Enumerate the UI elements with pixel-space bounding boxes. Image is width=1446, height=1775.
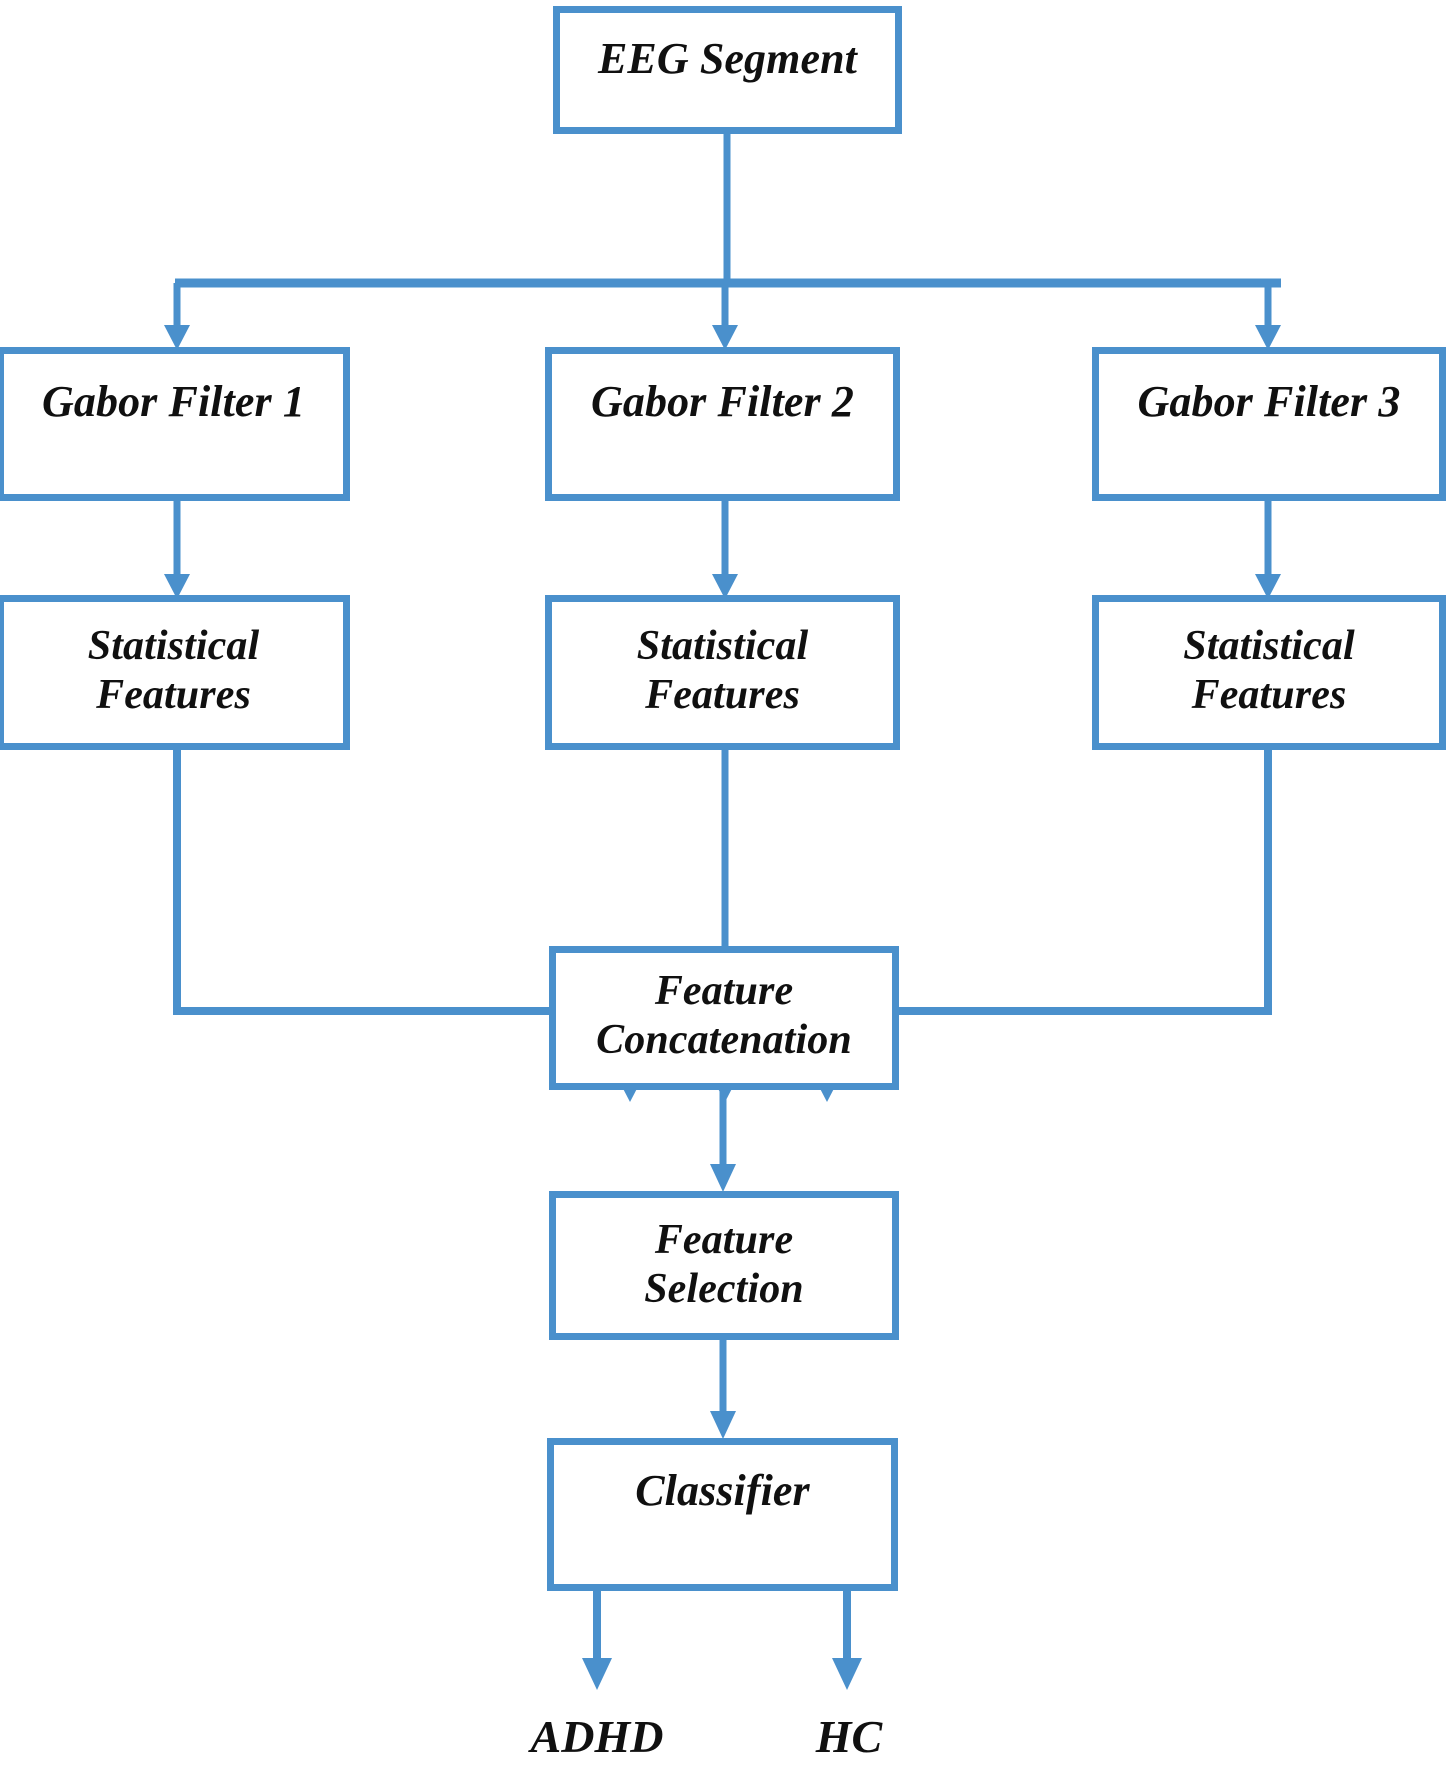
node-statistical-features-2-label: Statistical Features [636, 623, 809, 719]
node-gabor-filter-2-label: Gabor Filter 2 [591, 377, 854, 426]
connector-selection-to-classifier [710, 1340, 736, 1439]
node-feature-concatenation[interactable]: Feature Concatenation [549, 946, 899, 1090]
connector-split-to-gabor-3 [1255, 283, 1281, 350]
outcome-hc-label: HC [815, 1711, 883, 1762]
connector-gabor-2-to-stats-2 [712, 501, 738, 599]
connector-split-to-gabor-2 [712, 283, 738, 350]
connector-concat-to-selection [710, 1090, 736, 1192]
node-statistical-features-1[interactable]: Statistical Features [0, 595, 350, 750]
connector-gabor-3-to-stats-3 [1255, 501, 1281, 599]
outcome-adhd-label: ADHD [530, 1711, 664, 1762]
node-classifier[interactable]: Classifier [547, 1438, 898, 1591]
node-eeg-segment[interactable]: EEG Segment [553, 6, 902, 134]
node-statistical-features-2[interactable]: Statistical Features [545, 595, 900, 750]
node-gabor-filter-2[interactable]: Gabor Filter 2 [545, 347, 900, 501]
node-statistical-features-3[interactable]: Statistical Features [1092, 595, 1446, 750]
connector-classifier-to-adhd [582, 1591, 612, 1690]
connector-classifier-to-hc [832, 1591, 862, 1690]
node-gabor-filter-1[interactable]: Gabor Filter 1 [0, 347, 350, 501]
node-feature-selection[interactable]: Feature Selection [549, 1191, 899, 1340]
node-feature-selection-label: Feature Selection [644, 1217, 804, 1313]
node-classifier-label: Classifier [635, 1466, 810, 1515]
connector-split-to-gabor-1 [164, 283, 190, 350]
node-feature-concatenation-label: Feature Concatenation [596, 968, 852, 1064]
node-gabor-filter-3-label: Gabor Filter 3 [1137, 377, 1401, 426]
node-statistical-features-3-label: Statistical Features [1183, 623, 1355, 719]
connector-gabor-1-to-stats-1 [164, 501, 190, 599]
node-gabor-filter-1-label: Gabor Filter 1 [42, 377, 305, 426]
node-gabor-filter-3[interactable]: Gabor Filter 3 [1092, 347, 1446, 501]
node-eeg-segment-label: EEG Segment [597, 34, 858, 83]
node-statistical-features-1-label: Statistical Features [87, 623, 260, 719]
